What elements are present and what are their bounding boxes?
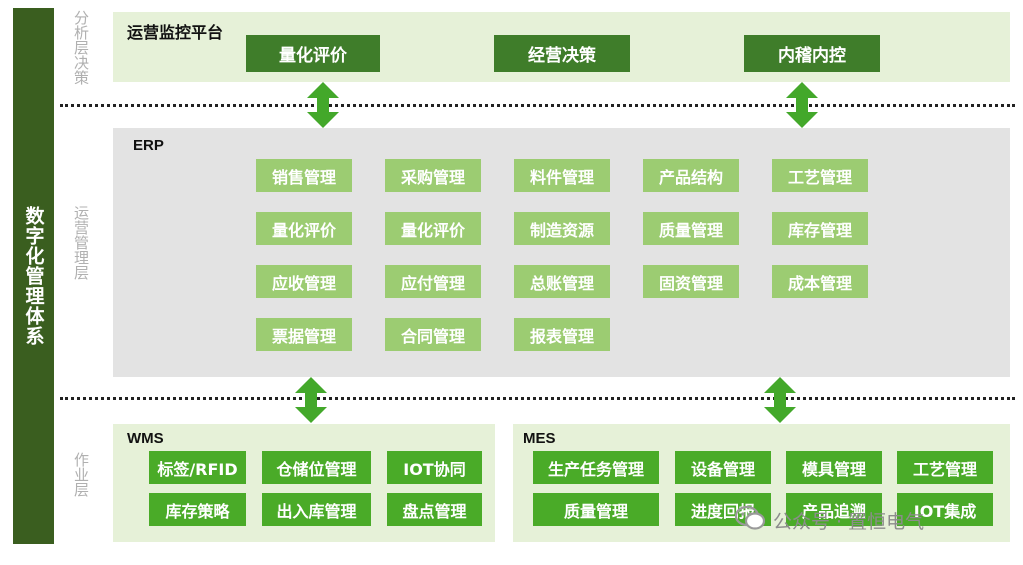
mes-module: 产品追溯	[786, 493, 882, 526]
mes-module: 质量管理	[533, 493, 659, 526]
mes-module: 生产任务管理	[533, 451, 659, 484]
watermark-text: 公众号 · 置恒电气	[773, 510, 925, 533]
platform-item-business-decision: 经营决策	[494, 35, 630, 72]
double-arrow-icon	[786, 82, 818, 128]
wms-title: WMS	[127, 430, 164, 447]
erp-module: 报表管理	[514, 318, 610, 351]
platform-item-internal-control: 内稽内控	[744, 35, 880, 72]
erp-module: 应付管理	[385, 265, 481, 298]
layer-label-decision: 分析层决策	[72, 10, 90, 85]
platform-item-quant-eval: 量化评价	[246, 35, 380, 72]
erp-module: 采购管理	[385, 159, 481, 192]
erp-module: 料件管理	[514, 159, 610, 192]
erp-module: 应收管理	[256, 265, 352, 298]
erp-module: 工艺管理	[772, 159, 868, 192]
system-title-bar: 数字化管理体系	[13, 8, 54, 544]
layer-label-execution: 作业层	[72, 452, 90, 497]
erp-module: 量化评价	[256, 212, 352, 245]
erp-module: 总账管理	[514, 265, 610, 298]
wms-module: 库存策略	[149, 493, 246, 526]
watermark: 公众号 · 置恒电气	[734, 500, 1020, 540]
separator-top	[60, 104, 1015, 107]
erp-module: 库存管理	[772, 212, 868, 245]
layer-label-operation: 运营管理层	[72, 205, 90, 280]
separator-bottom	[60, 397, 1015, 400]
wms-module: 仓储位管理	[262, 451, 371, 484]
wms-module: 标签/RFID	[149, 451, 246, 484]
system-title: 数字化管理体系	[22, 206, 45, 346]
wms-module: 出入库管理	[262, 493, 371, 526]
double-arrow-icon	[764, 377, 796, 423]
erp-module: 票据管理	[256, 318, 352, 351]
wms-module: IOT协同	[387, 451, 482, 484]
mes-module: 工艺管理	[897, 451, 993, 484]
wms-module: 盘点管理	[387, 493, 482, 526]
erp-module: 成本管理	[772, 265, 868, 298]
erp-module: 制造资源	[514, 212, 610, 245]
platform-title: 运营监控平台	[127, 23, 224, 42]
mes-module: 设备管理	[675, 451, 771, 484]
wechat-icon	[734, 505, 766, 536]
erp-module: 固资管理	[643, 265, 739, 298]
erp-module: 销售管理	[256, 159, 352, 192]
erp-title: ERP	[133, 137, 164, 154]
erp-module: 量化评价	[385, 212, 481, 245]
erp-module: 质量管理	[643, 212, 739, 245]
mes-module: 模具管理	[786, 451, 882, 484]
erp-module: 合同管理	[385, 318, 481, 351]
double-arrow-icon	[307, 82, 339, 128]
double-arrow-icon	[295, 377, 327, 423]
mes-module: IOT集成	[897, 493, 993, 526]
mes-title: MES	[523, 430, 556, 447]
erp-module: 产品结构	[643, 159, 739, 192]
